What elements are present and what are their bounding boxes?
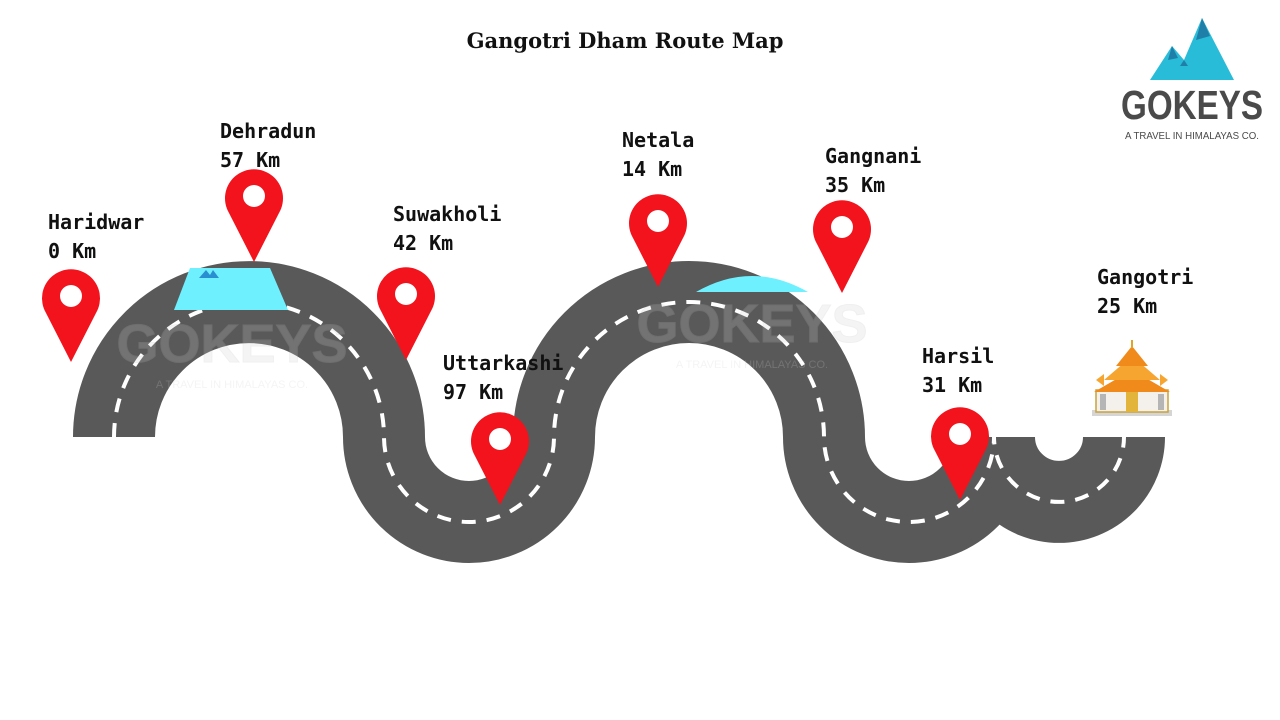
stop-label: Dehradun 57 Km: [220, 117, 316, 175]
stop-name: Gangnani: [825, 144, 922, 168]
road-center-dashes: [112, 300, 1126, 524]
stop-name: Gangotri: [1097, 265, 1194, 289]
stop-label: Uttarkashi 97 Km: [443, 349, 563, 407]
watermark-right: GOKEYS A TRAVEL IN HIMALAYAS CO.: [636, 294, 868, 372]
stop-name: Haridwar: [48, 210, 145, 234]
stop-name: Netala: [622, 128, 695, 152]
location-pin-icon: [377, 267, 435, 360]
location-pin-icon: [225, 169, 283, 262]
logo-mountain-icon: [1150, 18, 1234, 80]
stop-distance: 35 Km: [825, 173, 886, 197]
stop-name: Harsil: [922, 344, 995, 368]
stop-distance: 14 Km: [622, 157, 683, 181]
bridge-left: [174, 268, 288, 310]
location-pin-icon: [812, 200, 871, 293]
stop-distance: 97 Km: [443, 380, 504, 404]
temple-icon: [1092, 340, 1172, 416]
stop-distance: 25 Km: [1097, 294, 1158, 318]
bridge-left-mountain-icon: [199, 270, 219, 278]
stop-distance: 42 Km: [393, 231, 454, 255]
page-title: Gangotri Dham Route Map: [466, 28, 784, 53]
location-pins: [42, 169, 990, 505]
stop-name: Suwakholi: [393, 202, 502, 226]
stop-label: Gangotri 25 Km: [1097, 263, 1193, 321]
stop-distance: 57 Km: [220, 148, 281, 172]
watermark-right-name: GOKEYS: [636, 294, 867, 354]
stop-distance: 0 Km: [48, 239, 97, 263]
watermark-left-name: GOKEYS: [116, 314, 347, 374]
stop-distance: 31 Km: [922, 373, 983, 397]
stop-name: Uttarkashi: [443, 351, 564, 375]
watermark-right-tagline: A TRAVEL IN HIMALAYAS CO.: [676, 359, 828, 371]
location-pin-icon: [629, 194, 687, 287]
location-pin-icon: [931, 407, 990, 500]
location-pin-icon: [42, 269, 101, 362]
watermark-left: GOKEYS A TRAVEL IN HIMALAYAS CO.: [116, 314, 348, 392]
stop-label: Netala 14 Km: [622, 126, 694, 184]
stop-label: Harsil 31 Km: [922, 342, 994, 400]
stop-name: Dehradun: [220, 119, 317, 143]
logo-name: GOKEYS: [1121, 82, 1263, 128]
stop-label: Gangnani 35 Km: [825, 142, 921, 200]
watermark-left-tagline: A TRAVEL IN HIMALAYAS CO.: [156, 379, 308, 391]
stop-label: Haridwar 0 Km: [48, 208, 144, 266]
location-pin-icon: [471, 412, 529, 505]
stop-label: Suwakholi 42 Km: [393, 200, 501, 258]
bridge-right: [696, 276, 808, 292]
gokeys-logo: GOKEYS A TRAVEL IN HIMALAYAS CO.: [1121, 18, 1263, 142]
logo-tagline: A TRAVEL IN HIMALAYAS CO.: [1125, 131, 1259, 142]
